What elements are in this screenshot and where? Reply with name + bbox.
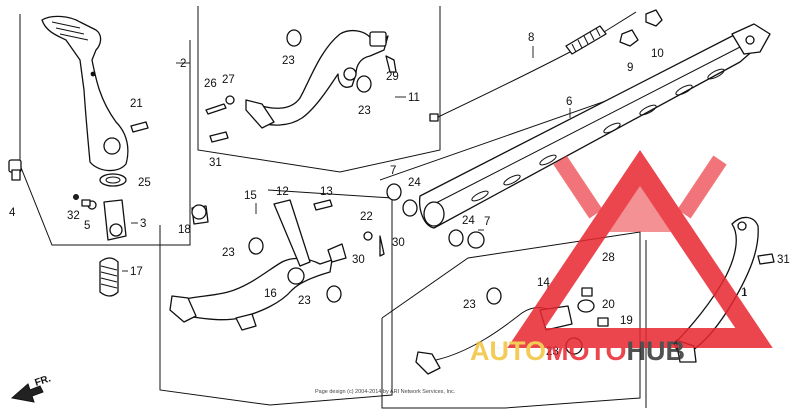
callout-26: 26 — [204, 78, 217, 90]
callout-9: 9 — [627, 62, 633, 74]
callout-11: 11 — [408, 92, 420, 104]
footer-copyright: Page design (c) 2004-2014 by ARI Network… — [315, 389, 456, 395]
brake-pedal-upper — [205, 29, 397, 143]
callout-31a: 31 — [209, 157, 222, 169]
kick-starter-arm — [41, 15, 129, 172]
callout-24b: 24 — [462, 215, 475, 227]
callout-23e: 23 — [463, 299, 476, 311]
callout-24a: 24 — [408, 177, 421, 189]
callout-19: 19 — [620, 315, 633, 327]
callout-7a: 7 — [390, 165, 396, 177]
callout-31b: 31 — [777, 254, 790, 266]
callout-10: 10 — [651, 48, 664, 60]
callout-labels: 1 2 3 4 5 6 7 7 8 9 10 11 12 13 14 15 16… — [9, 32, 790, 358]
callout-4: 4 — [9, 207, 16, 219]
callout-1: 1 — [741, 287, 747, 299]
callout-30b: 30 — [352, 254, 365, 266]
callout-23d: 23 — [298, 295, 311, 307]
leader-lines — [122, 46, 746, 296]
front-direction-indicator: FR. — [10, 373, 53, 403]
watermark-text: AUTOMOTOHUB — [470, 336, 685, 366]
watermark-triangle-icon — [507, 150, 773, 348]
callout-3: 3 — [140, 218, 146, 230]
callout-23b: 23 — [358, 105, 371, 117]
callout-21: 21 — [130, 98, 143, 110]
callout-25: 25 — [138, 177, 151, 189]
watermark-text-auto: AUTO — [470, 336, 546, 366]
callout-23f: 23 — [546, 346, 559, 358]
callout-20: 20 — [602, 299, 615, 311]
callout-2: 2 — [180, 58, 186, 70]
callout-14: 14 — [537, 277, 550, 289]
callout-8: 8 — [528, 32, 534, 44]
callout-5: 5 — [84, 220, 90, 232]
front-arrow-icon — [10, 383, 44, 403]
brake-cable — [429, 9, 663, 122]
left-column-small-parts — [8, 121, 149, 297]
watermark-text-hub: HUB — [627, 336, 686, 366]
callout-29: 29 — [386, 71, 399, 83]
callout-32: 32 — [67, 210, 80, 222]
callout-17: 17 — [130, 266, 143, 278]
callout-16: 16 — [264, 288, 277, 300]
watermark-text-moto: MOTO — [546, 336, 627, 366]
callout-18: 18 — [178, 224, 191, 236]
callout-30a: 30 — [392, 237, 405, 249]
main-frame-bar — [418, 23, 771, 229]
direction-label: FR. — [34, 373, 53, 389]
callout-13: 13 — [320, 186, 333, 198]
brake-pedal-lower — [169, 199, 385, 331]
callout-27: 27 — [222, 74, 235, 86]
callout-6: 6 — [566, 96, 572, 108]
watermark-logo: AUTOMOTOHUB — [470, 150, 773, 366]
washers-and-collars — [386, 183, 485, 249]
callout-22: 22 — [360, 211, 373, 223]
callout-23c: 23 — [222, 247, 235, 259]
callout-28: 28 — [602, 252, 615, 264]
callout-12: 12 — [276, 186, 289, 198]
frame-lines — [19, 6, 661, 409]
callout-15: 15 — [244, 190, 257, 202]
callout-23a: 23 — [282, 55, 295, 67]
callout-7b: 7 — [484, 216, 490, 228]
